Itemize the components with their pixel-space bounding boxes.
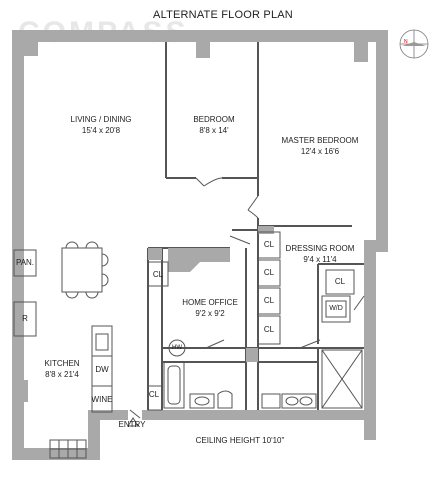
page-title: ALTERNATE FLOOR PLAN xyxy=(153,9,293,21)
compass-rose-icon xyxy=(399,29,429,59)
bathroom-fixtures xyxy=(163,349,363,409)
fixture-pantry: PAN. xyxy=(15,258,35,267)
watermark: COMPASS xyxy=(18,16,189,49)
kitchen-boxes xyxy=(13,249,113,413)
fixture-water-heater: HW xyxy=(172,345,182,351)
closet-label: CL xyxy=(334,277,346,286)
entry-marker-icon xyxy=(127,417,139,427)
closet-label: CL xyxy=(152,270,164,279)
dining-table xyxy=(61,241,109,299)
closets xyxy=(147,231,355,411)
exterior-walls xyxy=(12,30,388,460)
compass-north-label: N xyxy=(404,39,408,45)
closet-label: CL xyxy=(263,296,275,305)
room-dims-office: 9'2 x 9'2 xyxy=(195,309,225,318)
fixture-refrigerator: R xyxy=(22,314,28,323)
room-name-kitchen: KITCHEN xyxy=(44,359,80,368)
ceiling-height: CEILING HEIGHT 10'10" xyxy=(195,436,285,445)
fixture-washer-dryer: W/D xyxy=(329,305,343,312)
closet-label: CL xyxy=(263,240,275,249)
room-dims-bedroom: 8'8 x 14' xyxy=(199,126,229,135)
wall-blocks xyxy=(148,226,274,362)
closet-label: CL xyxy=(148,390,160,399)
room-name-dressing: DRESSING ROOM xyxy=(285,244,355,253)
closet-label: CL xyxy=(263,325,275,334)
room-name-living: LIVING / DINING xyxy=(70,115,132,124)
room-name-office: HOME OFFICE xyxy=(182,298,238,307)
entry-label: ENTRY xyxy=(118,420,146,429)
room-dims-living: 15'4 x 20'8 xyxy=(81,126,121,135)
fixture-dishwasher: DW xyxy=(95,365,109,374)
room-dims-kitchen: 8'8 x 21'4 xyxy=(45,370,79,379)
room-dims-dressing: 9'4 x 11'4 xyxy=(303,255,337,264)
room-name-bedroom: BEDROOM xyxy=(193,115,235,124)
room-name-master: MASTER BEDROOM xyxy=(281,136,359,145)
room-dims-master: 12'4 x 16'6 xyxy=(300,147,340,156)
stove xyxy=(49,439,87,459)
fixture-wine: WINE xyxy=(91,395,113,404)
water-heater-icon xyxy=(168,339,186,357)
doors xyxy=(129,177,365,419)
closet-label: CL xyxy=(263,268,275,277)
